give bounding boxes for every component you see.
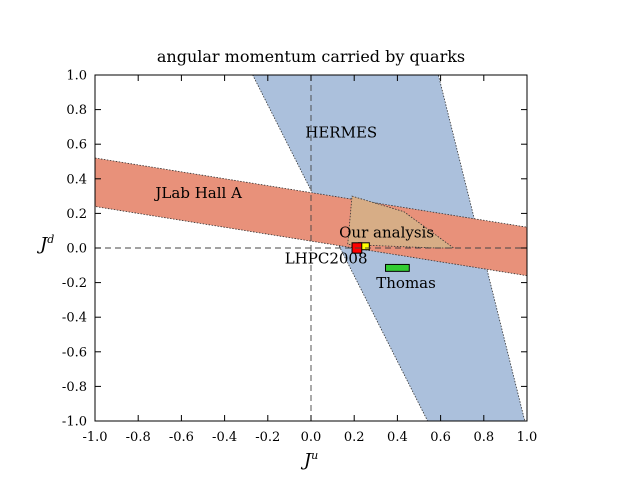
x-tick-label: 0.4 xyxy=(387,430,408,445)
y-tick-label: -0.4 xyxy=(62,311,87,326)
x-tick-label: -1.0 xyxy=(82,430,107,445)
x-tick-label: 0.2 xyxy=(344,430,365,445)
x-tick-label: -0.2 xyxy=(255,430,280,445)
x-tick-label: 0.8 xyxy=(473,430,494,445)
y-tick-label: -0.2 xyxy=(62,276,87,291)
y-tick-label: -0.6 xyxy=(62,345,87,360)
y-axis-label: Jd xyxy=(36,233,54,255)
region-labels: HERMES JLab Hall A Our analysisLHPC2008Tho… xyxy=(153,123,435,292)
x-tick-label: 0.0 xyxy=(301,430,322,445)
y-tick-label: 1.0 xyxy=(66,69,87,84)
x-tick-label: 0.6 xyxy=(430,430,451,445)
y-tick-label: -1.0 xyxy=(62,415,87,430)
chart-title: angular momentum carried by quarks xyxy=(157,47,465,66)
y-tick-label: 0.2 xyxy=(66,207,87,222)
x-tick-label: -0.8 xyxy=(126,430,151,445)
axes: -1.0 -0.8 -0.6 -0.4 -0.2 0.0 0.2 0.4 0.6 0.8 1.0 -1… xyxy=(62,69,537,446)
band-overlap xyxy=(347,195,455,249)
x-tick-label: 1.0 xyxy=(517,430,538,445)
y-tick-label: 0.8 xyxy=(66,103,87,118)
y-tick-label: -0.8 xyxy=(62,380,87,395)
x-tick-label: -0.4 xyxy=(212,430,237,445)
y-tick-label: 0.0 xyxy=(66,242,87,257)
band-label-jlab-hall-a: JLab Hall A xyxy=(153,184,242,202)
x-axis-label: Ju xyxy=(300,449,318,471)
y-axis-label-sup: d xyxy=(47,233,54,246)
x-axis-label-sup: u xyxy=(311,449,318,462)
x-tick-label: -0.6 xyxy=(169,430,194,445)
y-tick-label: 0.4 xyxy=(66,172,87,187)
x-axis-label-base: J xyxy=(300,450,313,471)
box-label-our-analysis: Our analysis xyxy=(339,224,434,242)
y-axis-label-base: J xyxy=(36,234,49,255)
box-thomas xyxy=(385,263,410,272)
box-label-lhpc2008: LHPC2008 xyxy=(285,250,368,268)
zero-lines xyxy=(95,75,527,421)
band-label-hermes: HERMES xyxy=(305,123,377,141)
box-label-thomas: Thomas xyxy=(376,274,436,292)
y-tick-label: 0.6 xyxy=(66,138,87,153)
